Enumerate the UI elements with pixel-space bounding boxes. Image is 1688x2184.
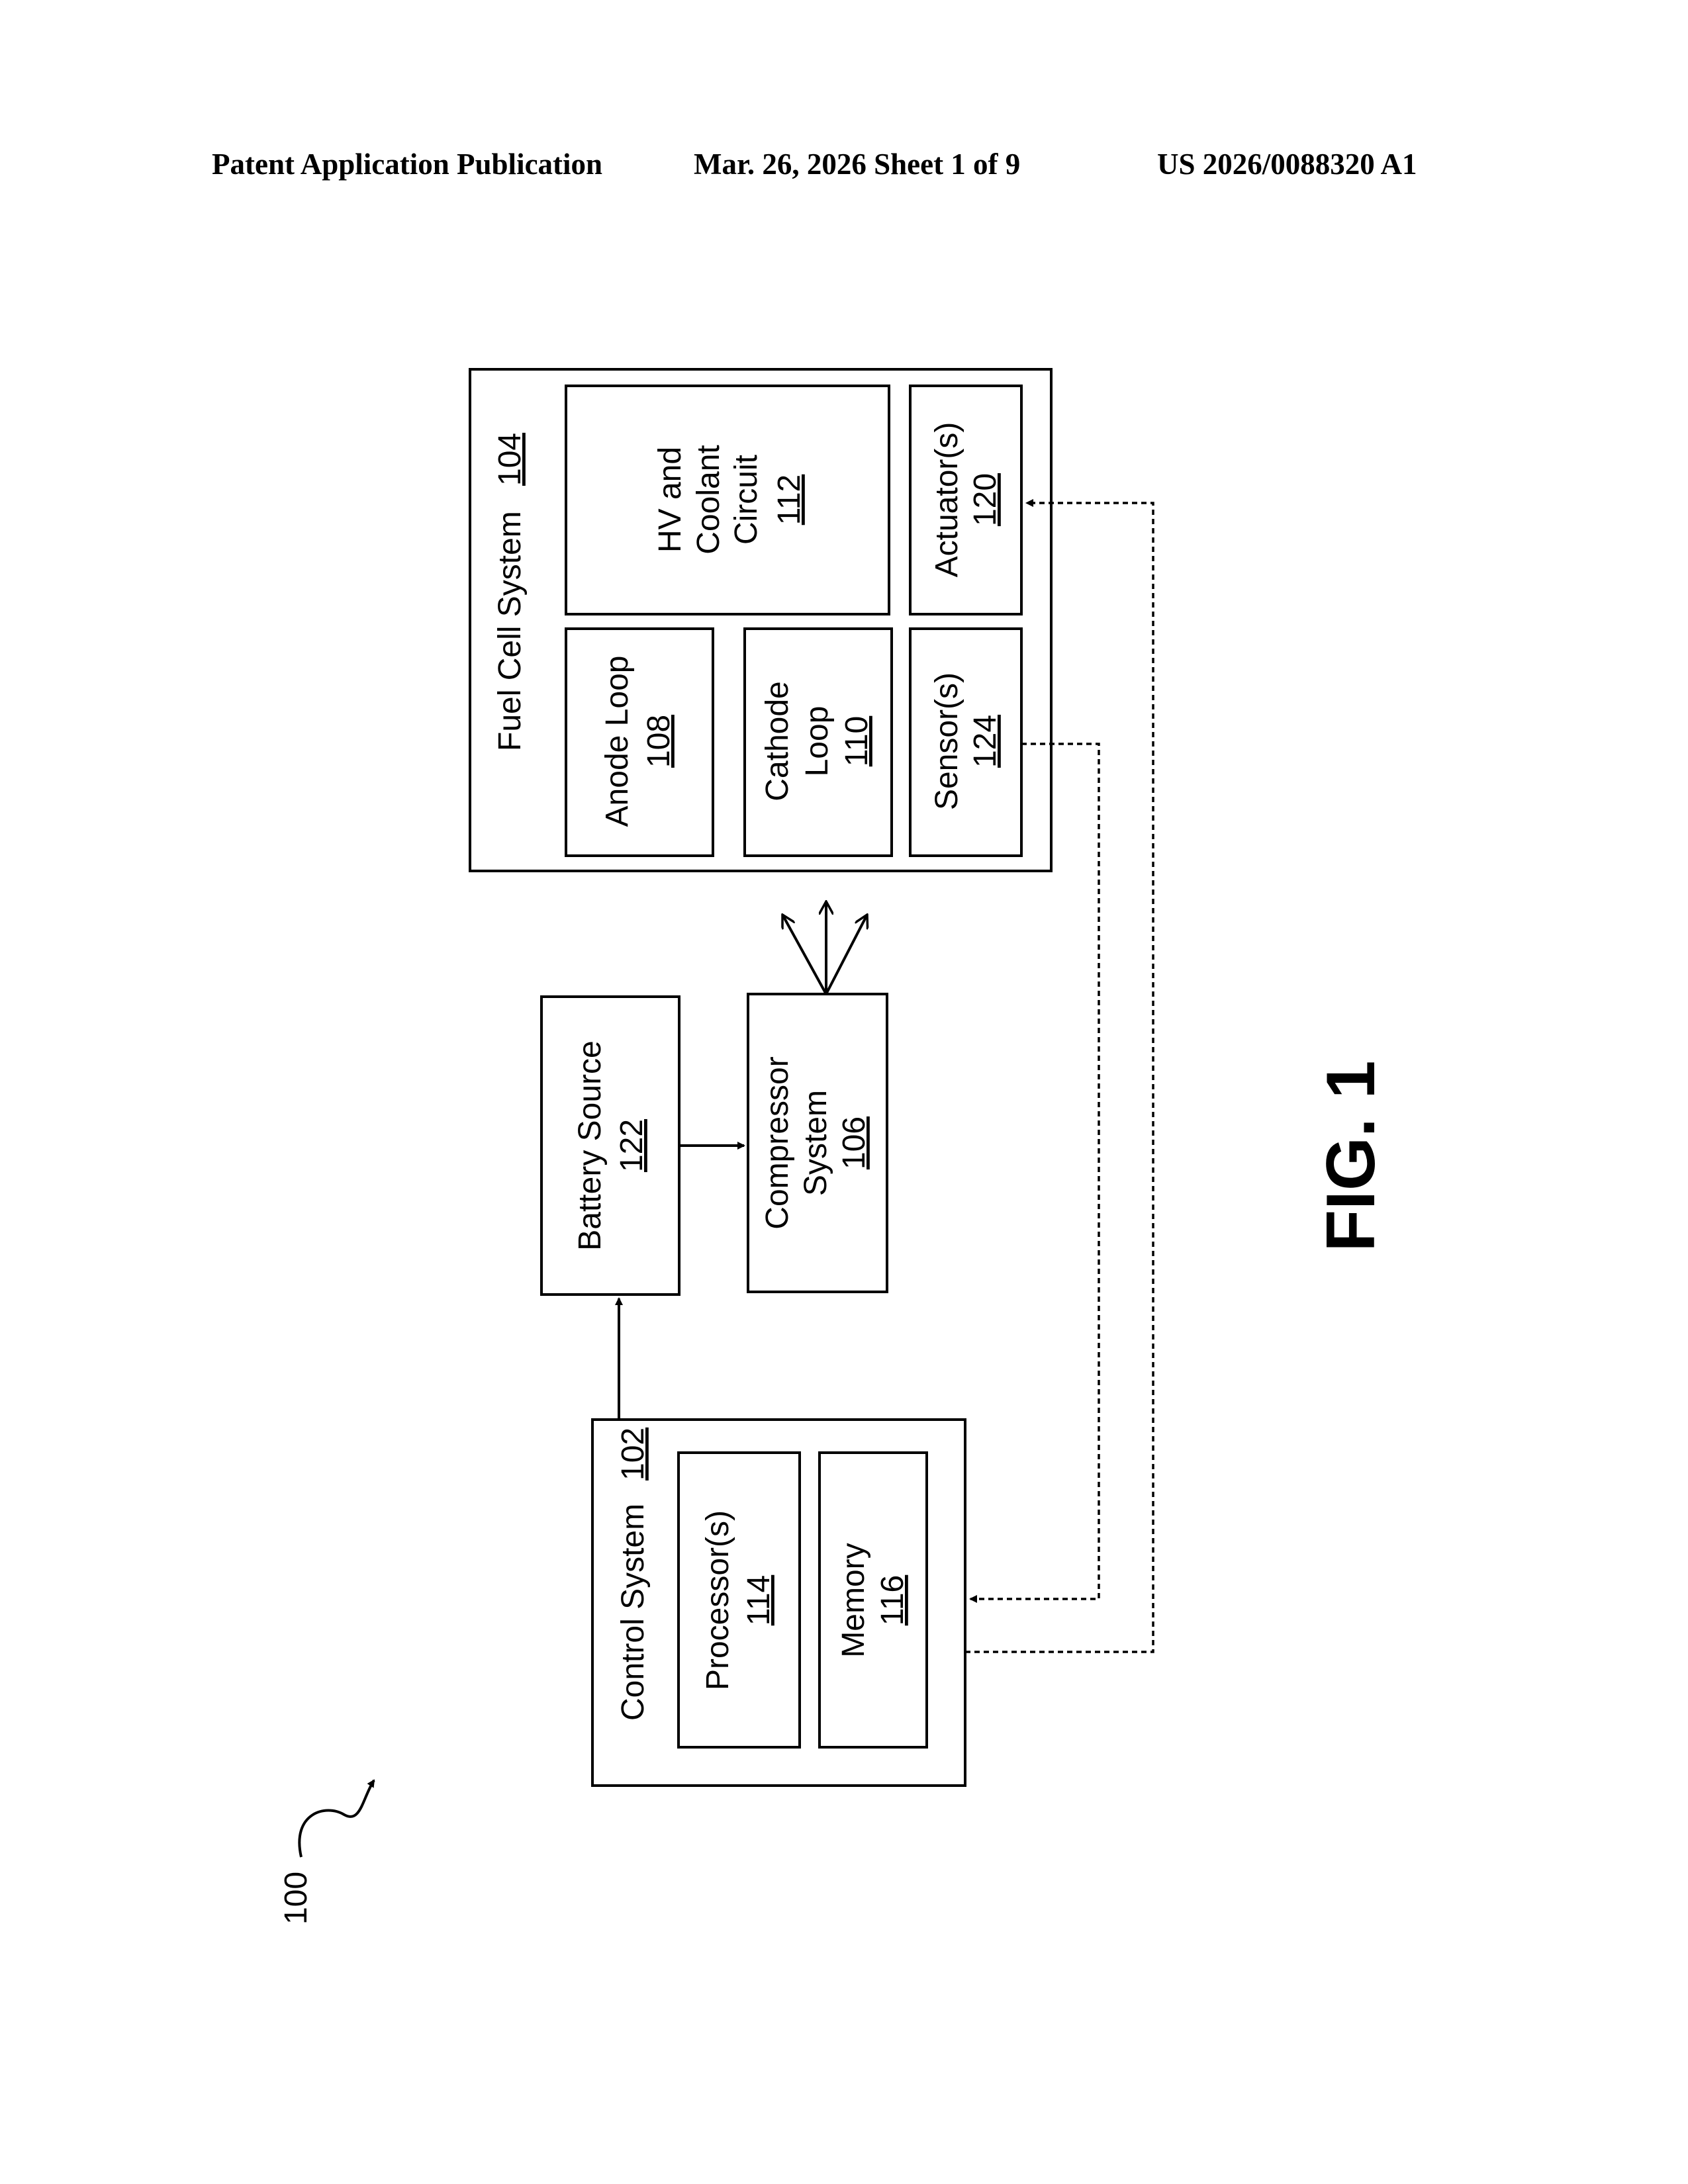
hv-coolant-line3: Circuit: [729, 455, 764, 545]
processors-title: Processor(s): [700, 1510, 735, 1690]
compressor-system-group: Compressor System 106: [748, 994, 887, 1292]
fuel-cell-system-group: Fuel Cell System 104 HV and Coolant Circ…: [470, 369, 1051, 871]
compressor-output-arrow-right: [826, 915, 867, 994]
actuators-ref: 120: [968, 473, 1003, 526]
compressor-line1: Compressor: [760, 1056, 795, 1229]
cathode-loop-line2: Loop: [800, 706, 835, 777]
sensors-title: Sensor(s): [929, 672, 964, 810]
control-to-actuators-dashed-line: [965, 503, 1153, 1652]
compressor-line2: System: [798, 1090, 833, 1196]
processors-box: [679, 1453, 800, 1747]
compressor-ref: 106: [837, 1116, 872, 1169]
actuators-box: [910, 386, 1021, 614]
control-system-title: Control System: [616, 1504, 651, 1721]
hv-coolant-ref: 112: [772, 475, 807, 525]
compressor-output-arrow-left: [782, 915, 826, 994]
processors-ref: 114: [741, 1575, 776, 1626]
fuel-cell-system-title: Fuel Cell System: [492, 511, 528, 751]
sensors-ref: 124: [968, 715, 1003, 768]
figure-label: FIG. 1: [1313, 1061, 1389, 1252]
anode-loop-title: Anode Loop: [600, 656, 635, 827]
sensors-box: [910, 629, 1021, 856]
memory-title: Memory: [836, 1543, 871, 1657]
battery-source-box: [541, 997, 679, 1295]
hv-coolant-circuit-box: [566, 386, 889, 614]
fuel-cell-system-ref: 104: [492, 433, 528, 486]
anode-loop-ref: 108: [641, 715, 677, 768]
figure-ref-100: 100: [279, 1872, 314, 1925]
control-system-group: Control System 102 Processor(s) 114 Memo…: [592, 1420, 965, 1786]
cathode-loop-line1: Cathode: [760, 681, 795, 801]
battery-source-title: Battery Source: [573, 1040, 608, 1250]
hv-coolant-line2: Coolant: [691, 445, 726, 554]
battery-source-ref: 122: [614, 1119, 649, 1172]
actuators-title: Actuator(s): [929, 422, 964, 578]
memory-ref: 116: [875, 1575, 910, 1626]
anode-loop-box: [566, 629, 713, 856]
hv-coolant-line1: HV and: [653, 447, 688, 553]
battery-source-group: Battery Source 122: [541, 997, 679, 1295]
figure-ref-leader: [299, 1780, 374, 1857]
control-system-ref: 102: [616, 1428, 651, 1480]
cathode-loop-ref: 110: [839, 716, 874, 767]
